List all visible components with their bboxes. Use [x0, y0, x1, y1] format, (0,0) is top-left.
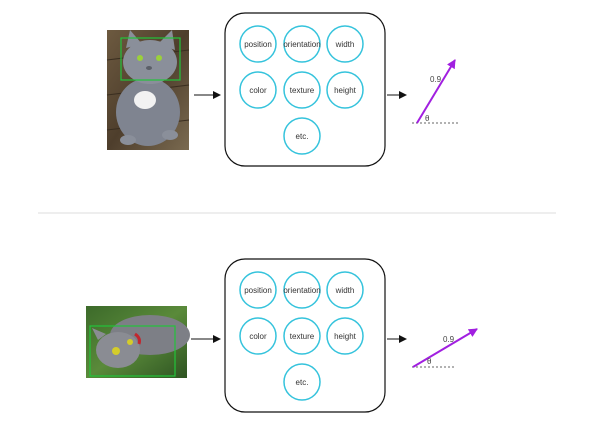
capsule-label-etc: etc. [296, 378, 309, 387]
bounding-box [89, 325, 176, 377]
capsule-label-height: height [334, 86, 357, 95]
capsule-circle [326, 71, 364, 109]
capsule-label-position: position [244, 40, 272, 49]
capsule-circle [326, 271, 364, 309]
capsule-label-texture: texture [290, 86, 315, 95]
vector-length-label: 0.9 [430, 75, 442, 84]
cat-photo-upright [106, 30, 190, 150]
vector-angle-label: θ [427, 357, 432, 366]
capsule-circle [239, 71, 277, 109]
output-vector-bottom: 0.9 θ [412, 328, 478, 368]
capsule-circle [283, 71, 321, 109]
capsule-label-orientation: orientation [283, 40, 320, 49]
capsule-label-width: width [335, 286, 355, 295]
capsule-circle [239, 317, 277, 355]
capsule-circle [283, 363, 321, 401]
output-vector-top: 0.9 θ [412, 59, 458, 124]
capsule-circle [326, 317, 364, 355]
capsule-circles-top: position orientation width color texture… [239, 25, 364, 155]
capsule-label-texture: texture [290, 332, 315, 341]
bounding-box [120, 37, 181, 81]
capsule-circles-bottom: position orientation width color texture… [239, 271, 364, 401]
vector-angle-label: θ [425, 114, 430, 123]
capsule-circle [326, 25, 364, 63]
capsule-label-position: position [244, 286, 272, 295]
capsule-label-height: height [334, 332, 357, 341]
capsule-label-color: color [249, 86, 267, 95]
capsule-label-etc: etc. [296, 132, 309, 141]
capsule-label-width: width [335, 40, 355, 49]
capsule-circle [283, 117, 321, 155]
vector-arrow [416, 59, 456, 124]
capsule-label-color: color [249, 332, 267, 341]
cat-photo-lying [86, 306, 190, 378]
capsule-circle [239, 25, 277, 63]
capsule-circle [239, 271, 277, 309]
row-bottom: position orientation width color texture… [86, 258, 478, 413]
capsule-label-orientation: orientation [283, 286, 320, 295]
vector-length-label: 0.9 [443, 335, 455, 344]
row-top: position orientation width color texture… [106, 12, 458, 167]
capsule-circle [283, 271, 321, 309]
capsule-circle [283, 25, 321, 63]
capsule-circle [283, 317, 321, 355]
vector-arrow [412, 328, 478, 368]
